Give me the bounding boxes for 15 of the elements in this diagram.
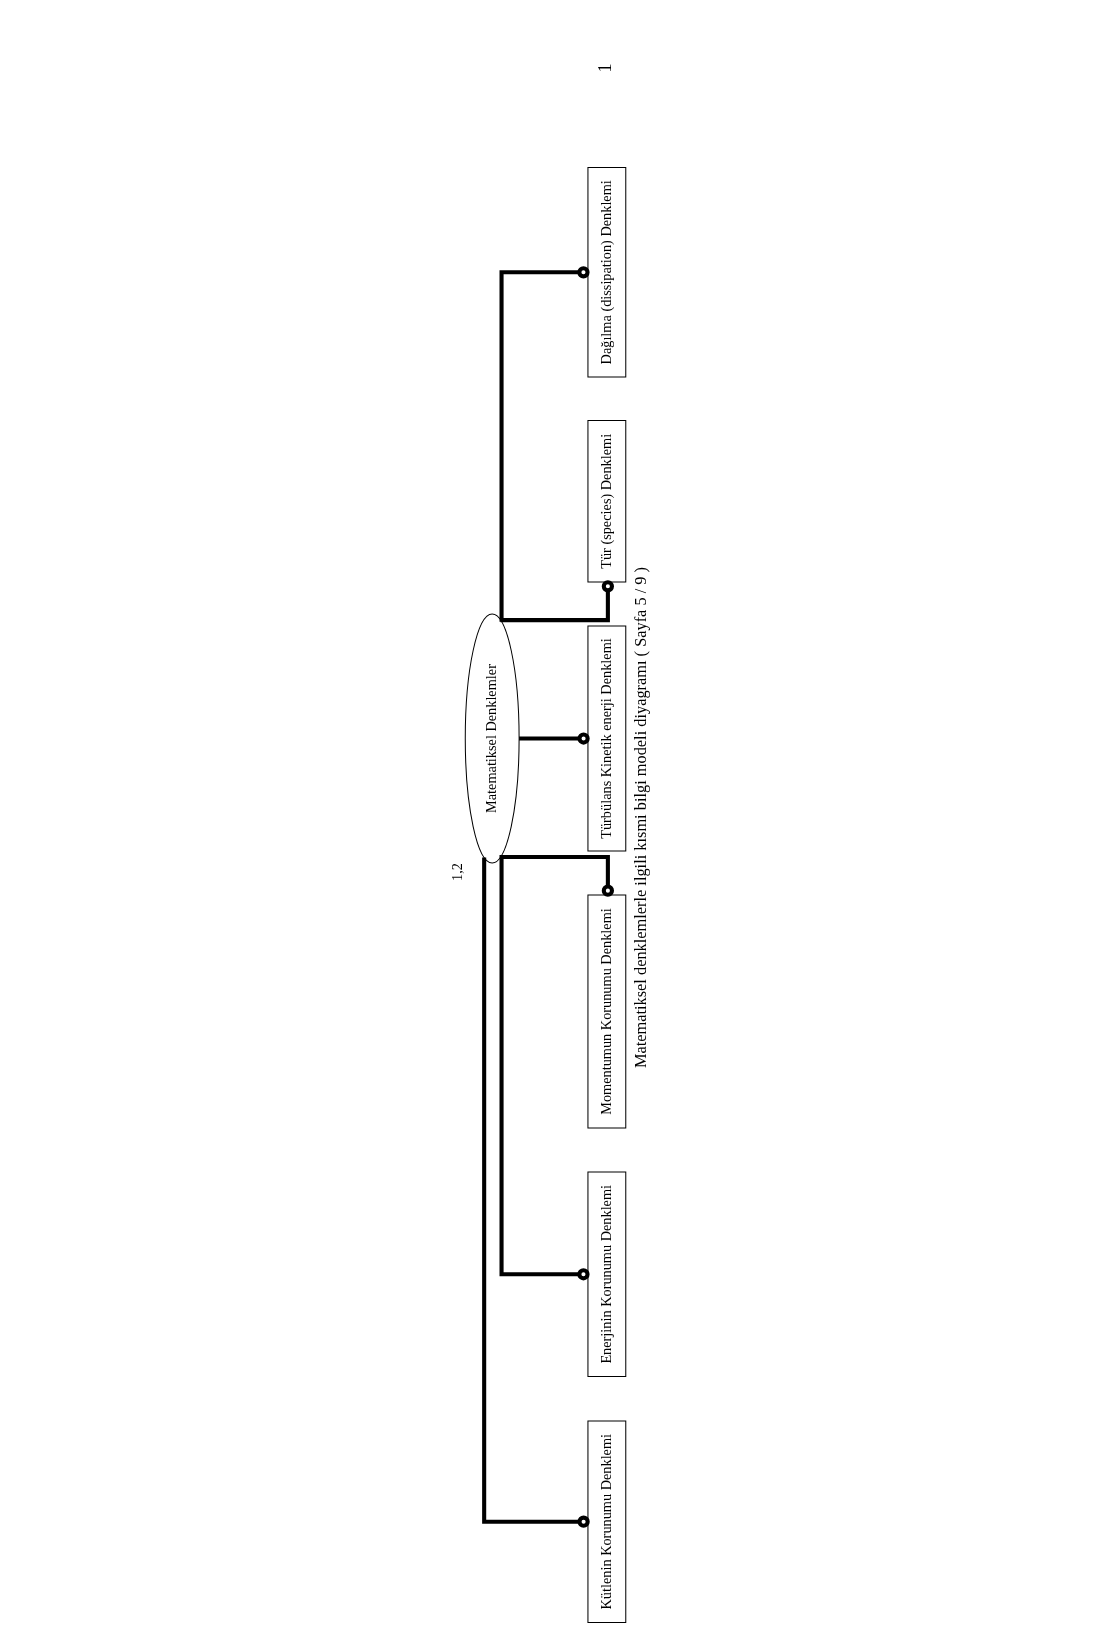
label: 1	[594, 63, 615, 73]
node-box: Kütlenin Korunumu Denklemi	[586, 1420, 626, 1623]
node-box: Dağılma (dissipation) Denklemi	[586, 167, 626, 378]
node-box: Tür (species) Denklemi	[586, 420, 626, 583]
node-box: Türbülans Kinetik enerji Denklemi	[586, 625, 626, 852]
connector	[499, 266, 590, 622]
connector	[500, 854, 614, 897]
node-ellipse: Matematiksel Denklemler	[464, 613, 520, 864]
node-box: Momentumun Korunumu Denklemi	[586, 894, 626, 1129]
node-label: 1,2	[448, 863, 465, 881]
connector	[499, 855, 590, 1281]
connector	[481, 857, 590, 1528]
caption: Matematiksel denklemlerle ilgili kısmi bilgi modeli diyagramı ( Sayfa 5 / 9 )	[630, 566, 649, 1069]
connector	[518, 732, 590, 745]
node-box: Enerjinin Korunumu Denklemi	[586, 1171, 626, 1377]
